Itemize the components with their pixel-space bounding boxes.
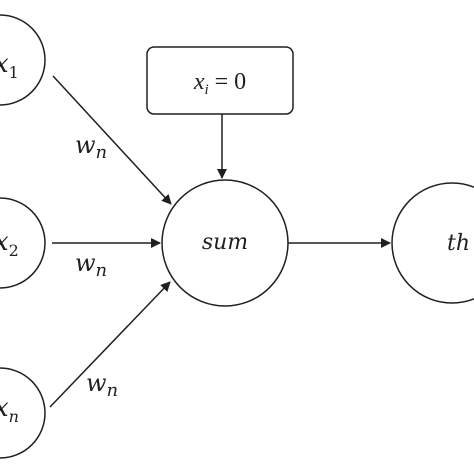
- input-node-x1-circle: [0, 14, 46, 106]
- weight-label-w2: wn: [75, 249, 107, 281]
- threshold-node: th: [391, 182, 474, 304]
- input-node-x1-label: x1: [0, 49, 19, 82]
- arrow-xn-to-sum: [49, 281, 171, 408]
- weight-label-wn: wn: [86, 369, 118, 401]
- bias-box-rect: [146, 46, 294, 115]
- bias-rest: = 0: [209, 69, 247, 95]
- input-node-xn: xn: [0, 367, 46, 459]
- sum-node-label: sum: [202, 230, 248, 255]
- bias-box-label: xi = 0: [193, 69, 246, 98]
- weight-w1-var: w: [75, 131, 96, 159]
- input-node-x2-var: x: [0, 227, 9, 257]
- weight-w1-sub: n: [96, 142, 108, 163]
- bias-var: x: [193, 69, 205, 95]
- input-node-x2-sub: 2: [9, 241, 19, 260]
- weight-w2-sub: n: [96, 260, 108, 281]
- sum-node: sum: [161, 179, 289, 307]
- input-node-x2: x2: [0, 197, 46, 289]
- weight-wn-var: w: [86, 369, 107, 397]
- input-node-xn-circle: [0, 367, 46, 459]
- weight-label-w1: wn: [75, 131, 107, 163]
- input-node-x1-sub: 1: [9, 63, 19, 82]
- bias-box: xi = 0: [146, 46, 294, 115]
- input-node-xn-sub: n: [9, 407, 19, 426]
- weight-wn-sub: n: [107, 380, 119, 401]
- input-node-xn-label: xn: [0, 393, 19, 426]
- weight-w2-var: w: [75, 249, 96, 277]
- input-node-xn-var: x: [0, 393, 9, 423]
- input-node-x2-circle: [0, 197, 46, 289]
- input-node-x2-label: x2: [0, 227, 19, 260]
- bias-sub: i: [204, 82, 208, 98]
- threshold-node-circle: [391, 182, 474, 304]
- input-node-x1: x1: [0, 14, 46, 106]
- arrow-x1-to-sum: [52, 75, 172, 205]
- threshold-node-label: th: [447, 231, 470, 256]
- input-node-x1-var: x: [0, 49, 9, 79]
